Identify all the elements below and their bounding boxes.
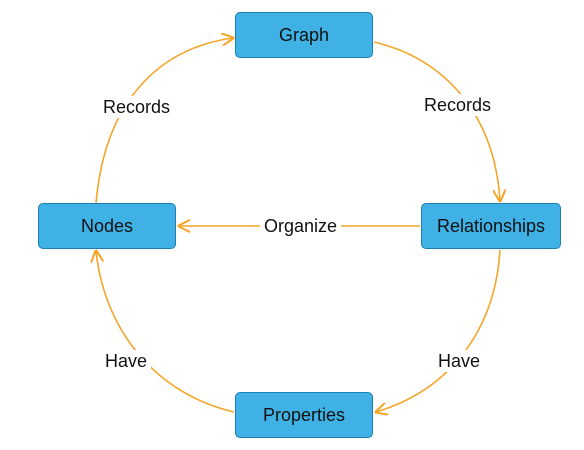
edge-label-organize: Organize <box>260 215 342 237</box>
edge-label-have-left: Have <box>101 350 152 372</box>
edge-label-have-right: Have <box>434 350 485 372</box>
edge-properties-to-nodes <box>96 251 235 413</box>
node-properties-label: Properties <box>262 404 346 425</box>
edge-nodes-to-graph <box>95 38 233 204</box>
node-relationships[interactable]: Relationships <box>421 203 561 249</box>
edge-relationships-to-properties <box>376 249 501 412</box>
node-properties[interactable]: Properties <box>235 392 373 438</box>
edge-label-records-right: Records <box>420 94 496 116</box>
node-nodes[interactable]: Nodes <box>38 203 176 249</box>
node-nodes-label: Nodes <box>80 215 134 236</box>
node-relationships-label: Relationships <box>436 215 546 236</box>
node-graph-label: Graph <box>278 24 330 45</box>
node-graph[interactable]: Graph <box>235 12 373 58</box>
edge-graph-to-relationships <box>373 41 500 201</box>
edge-label-records-left: Records <box>99 96 175 118</box>
